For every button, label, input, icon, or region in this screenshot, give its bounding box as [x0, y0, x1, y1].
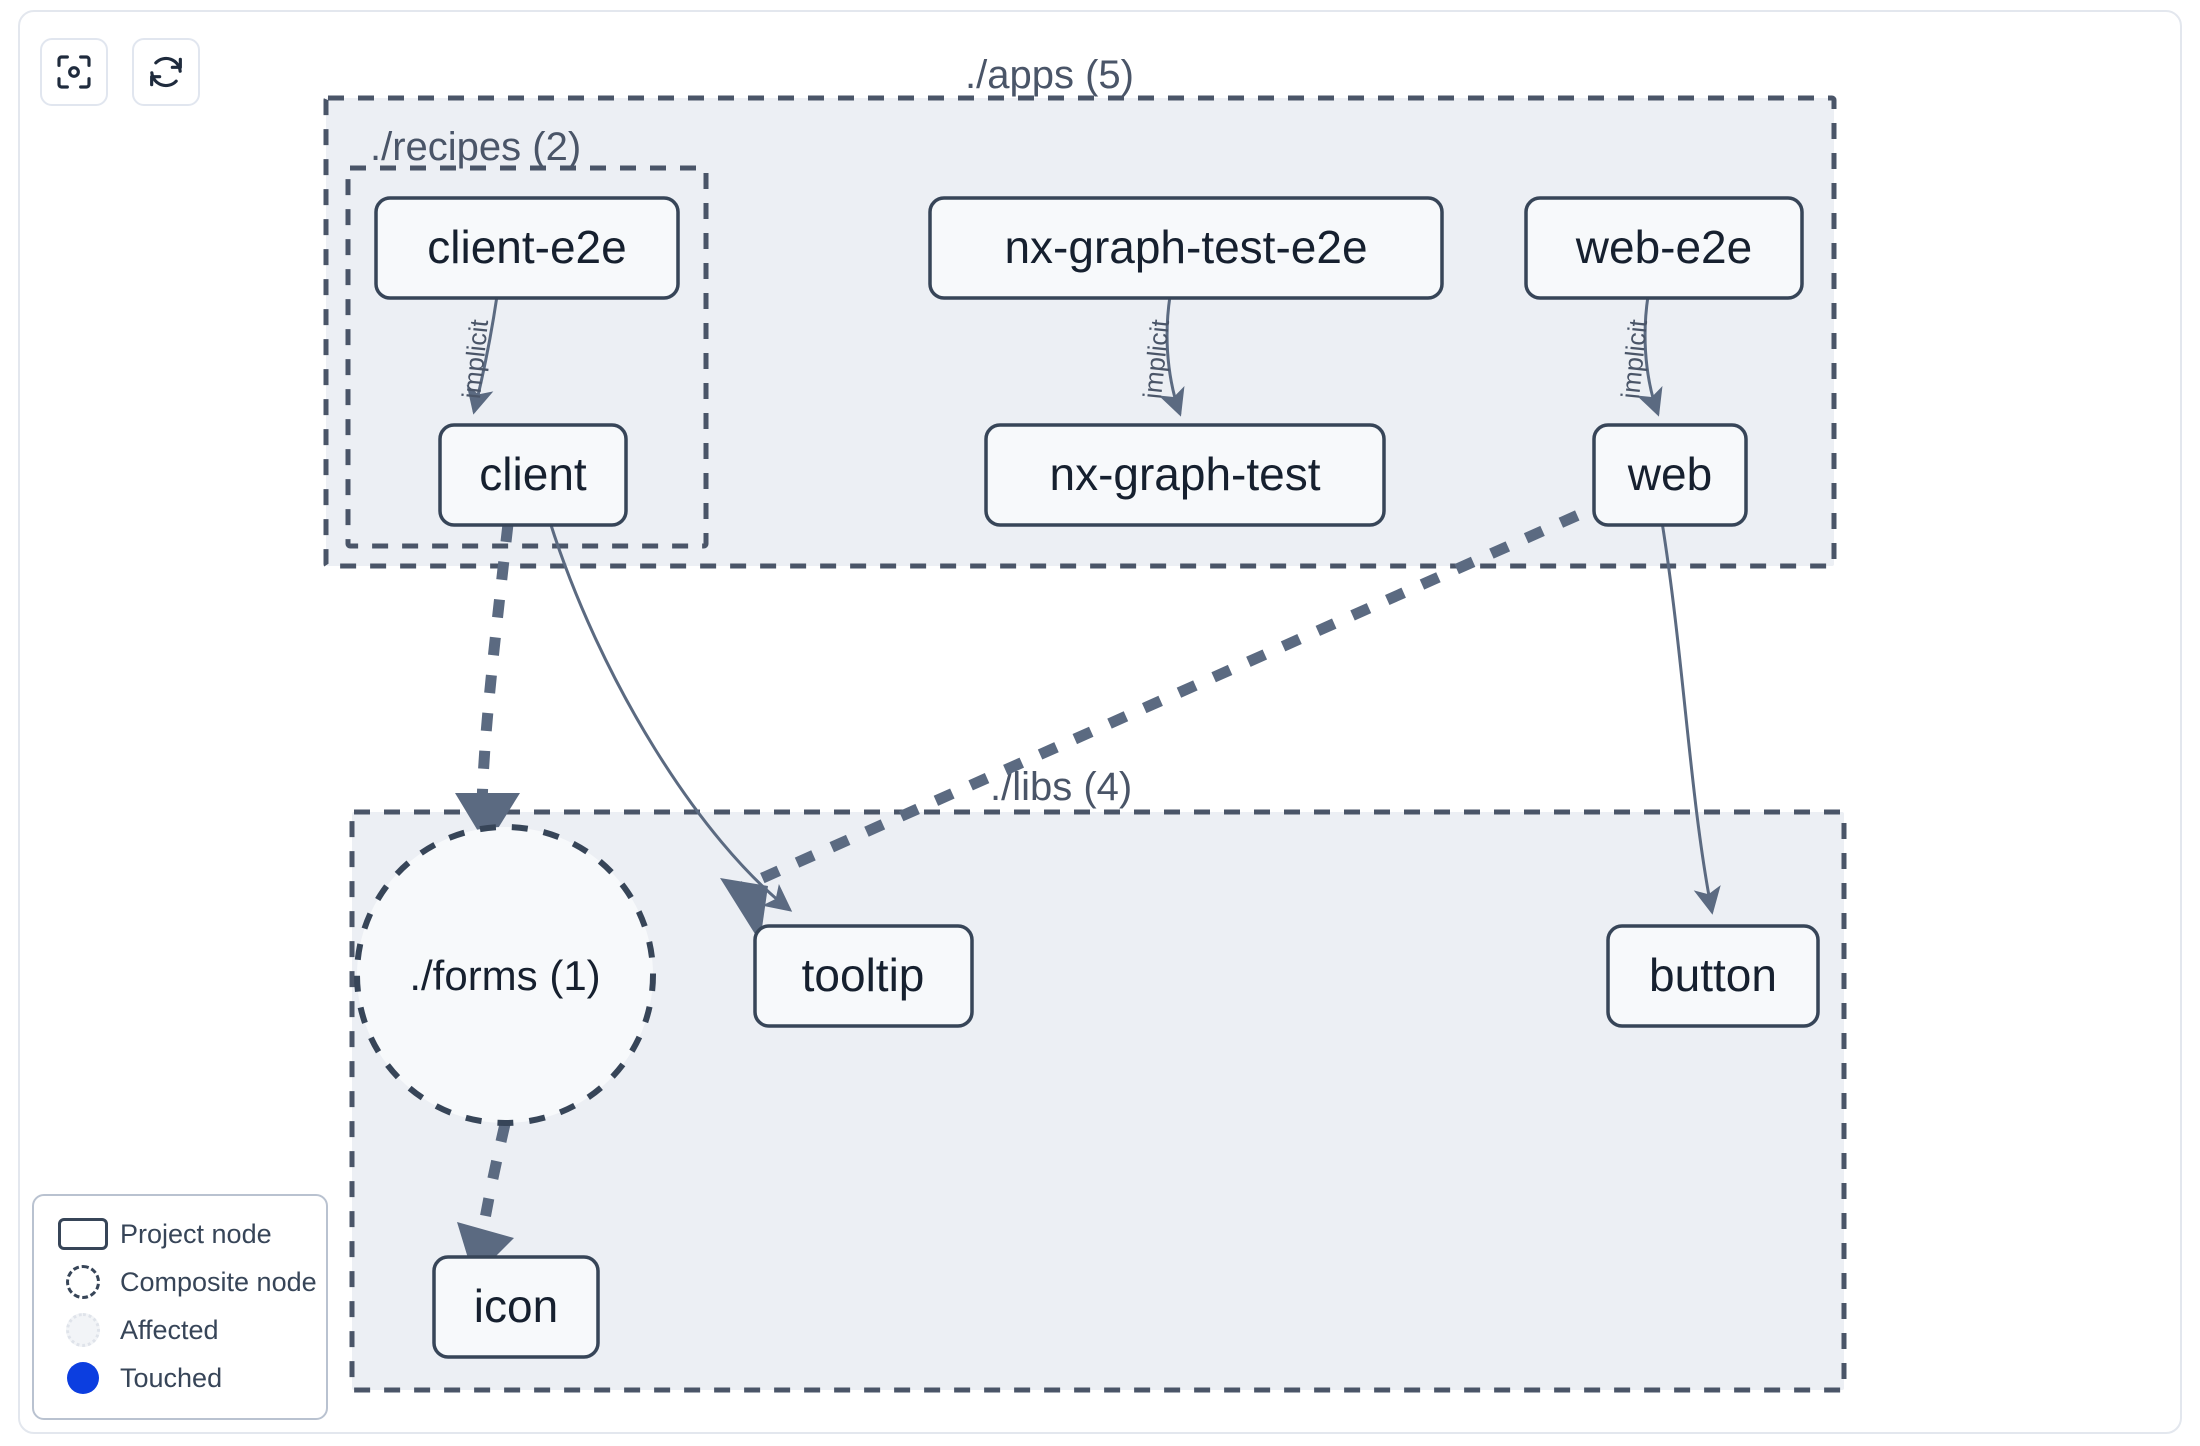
edge-path: [1660, 521, 1721, 915]
edge-path: [466, 295, 499, 415]
refresh-icon: [146, 52, 186, 92]
refresh-graph-button[interactable]: [132, 38, 200, 106]
node-web[interactable]: web: [1592, 423, 1748, 527]
edge-web-to-forms[interactable]: [720, 494, 1615, 942]
group-apps-label: ./apps (5): [965, 53, 1134, 97]
edge-web-to-button[interactable]: [1660, 521, 1721, 915]
node-label: web-e2e: [1575, 221, 1752, 273]
node-box[interactable]: [1606, 924, 1820, 1028]
node-label: tooltip: [802, 949, 925, 1001]
composite-node-swatch: [52, 1265, 114, 1299]
node-button[interactable]: button: [1606, 924, 1820, 1028]
edge-path: [737, 494, 1615, 894]
node-box[interactable]: [753, 924, 974, 1028]
edge-client-to-forms[interactable]: [455, 523, 520, 846]
graph-canvas[interactable]: ./apps (5) ./recipes (2) ./libs (4) impl…: [0, 0, 2164, 1424]
node-label: client: [479, 448, 587, 500]
node-label: web: [1627, 448, 1712, 500]
node-tooltip[interactable]: tooltip: [753, 924, 974, 1028]
legend-item-touched: Touched: [52, 1354, 308, 1402]
node-label: button: [1649, 949, 1777, 1001]
node-box[interactable]: [374, 196, 680, 300]
node-label: nx-graph-test: [1049, 448, 1320, 500]
legend-item-affected: Affected: [52, 1306, 308, 1354]
edge-path: [1636, 295, 1663, 417]
edge-path: [476, 1122, 511, 1237]
node-client[interactable]: client: [438, 423, 628, 527]
legend-item-project-node: Project node: [52, 1210, 308, 1258]
graph-legend: Project node Composite node Affected Tou…: [32, 1194, 328, 1420]
node-box[interactable]: [1592, 423, 1748, 527]
edge-client-to-tooltip[interactable]: [548, 521, 793, 912]
legend-item-composite-node: Composite node: [52, 1258, 317, 1306]
node-box[interactable]: [438, 423, 628, 527]
edge-web-e2e-to-web[interactable]: implicit: [1615, 295, 1663, 417]
node-box[interactable]: [928, 196, 1444, 300]
graph-toolbar: [40, 38, 200, 106]
edge-nx-graph-test-e2e-to-nx-graph-test[interactable]: implicit: [1137, 295, 1185, 417]
node-forms-composite[interactable]: ./forms (1): [354, 824, 656, 1126]
node-box[interactable]: [432, 1255, 600, 1359]
node-label: icon: [474, 1280, 558, 1332]
edge-path: [548, 521, 793, 912]
focus-icon: [54, 52, 94, 92]
edge-arrowhead: [720, 878, 768, 942]
node-box[interactable]: [1524, 196, 1804, 300]
affected-swatch: [52, 1313, 114, 1347]
edge-arrowhead: [455, 793, 520, 846]
composite-circle[interactable]: [354, 824, 656, 1126]
node-client-e2e[interactable]: client-e2e: [374, 196, 680, 300]
node-box[interactable]: [984, 423, 1386, 527]
legend-label: Affected: [120, 1314, 219, 1345]
legend-label: Composite node: [120, 1266, 317, 1297]
legend-label: Touched: [120, 1362, 223, 1393]
touched-swatch: [52, 1362, 114, 1394]
legend-label: Project node: [120, 1218, 272, 1249]
edge-path: [476, 523, 514, 811]
group-libs-box[interactable]: [349, 809, 1847, 1393]
node-label: nx-graph-test-e2e: [1004, 221, 1367, 273]
node-nx-graph-test-e2e[interactable]: nx-graph-test-e2e: [928, 196, 1444, 300]
group-libs-label: ./libs (4): [990, 765, 1132, 809]
edge-path: [1158, 295, 1185, 417]
group-recipes-label: ./recipes (2): [370, 125, 581, 169]
node-nx-graph-test[interactable]: nx-graph-test: [984, 423, 1386, 527]
node-icon[interactable]: icon: [432, 1255, 600, 1359]
node-web-e2e[interactable]: web-e2e: [1524, 196, 1804, 300]
composite-label: ./forms (1): [409, 952, 600, 999]
focus-graph-button[interactable]: [40, 38, 108, 106]
node-label: client-e2e: [427, 221, 626, 273]
project-node-swatch: [52, 1218, 114, 1250]
group-libs[interactable]: ./libs (4): [349, 765, 1847, 1393]
